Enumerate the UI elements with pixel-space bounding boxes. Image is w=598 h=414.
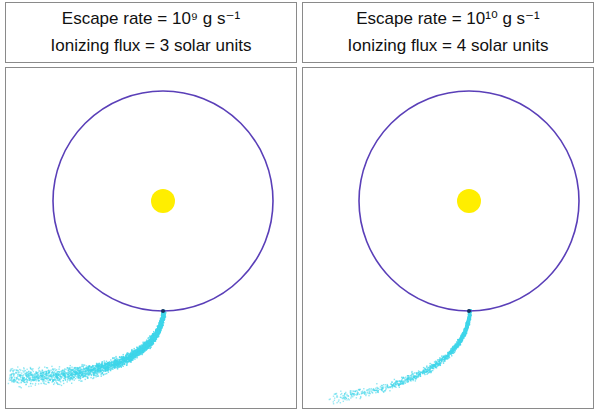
particle: [150, 346, 151, 347]
particle: [74, 370, 75, 371]
particle: [59, 384, 60, 385]
particle: [75, 378, 76, 379]
particle: [66, 381, 67, 382]
particle: [52, 369, 53, 370]
particle: [21, 372, 22, 373]
particle: [116, 357, 117, 358]
panel-frame: [6, 68, 297, 409]
particle: [74, 379, 75, 380]
particle: [23, 367, 24, 368]
particle: [32, 383, 33, 384]
particle: [15, 372, 16, 373]
particle: [72, 376, 73, 377]
particle: [53, 384, 54, 385]
particle: [65, 377, 66, 378]
particle: [24, 382, 25, 383]
particle: [10, 371, 11, 372]
particle: [14, 377, 15, 378]
particle: [126, 365, 127, 366]
particle: [20, 379, 21, 380]
particle: [50, 370, 51, 371]
particle: [136, 357, 137, 358]
particle: [14, 373, 15, 374]
particle: [81, 364, 82, 365]
particle: [79, 366, 80, 367]
particle: [147, 338, 148, 339]
particle: [16, 370, 17, 371]
particle: [101, 375, 102, 376]
particle: [77, 373, 78, 374]
particle: [86, 365, 87, 366]
particle: [134, 348, 135, 349]
particle: [30, 377, 31, 378]
particle: [47, 367, 48, 368]
particle: [48, 378, 49, 379]
particle: [67, 375, 68, 376]
particle: [45, 384, 46, 385]
particle: [43, 383, 44, 384]
particle: [134, 358, 135, 359]
particle: [86, 368, 87, 369]
particle: [104, 360, 105, 361]
particle: [16, 381, 17, 382]
particle: [35, 383, 36, 384]
particle: [62, 380, 63, 381]
particle: [9, 379, 10, 380]
particle: [120, 357, 121, 358]
particle: [11, 381, 12, 382]
particle: [110, 367, 111, 368]
particle: [153, 331, 154, 332]
particle: [61, 378, 62, 379]
particle: [106, 361, 107, 362]
particle: [22, 370, 23, 371]
particle: [20, 377, 21, 378]
particle: [30, 383, 31, 384]
particle: [46, 377, 47, 378]
particle: [103, 370, 104, 371]
particle: [123, 354, 124, 355]
particle: [100, 374, 101, 375]
particle: [47, 380, 48, 381]
particle: [9, 378, 10, 379]
particle: [103, 374, 104, 375]
particle: [80, 369, 81, 370]
particle: [142, 354, 143, 355]
particle: [33, 371, 34, 372]
particle: [19, 371, 20, 372]
particle: [51, 374, 52, 375]
particle: [40, 383, 41, 384]
particle: [54, 382, 55, 383]
particle: [25, 384, 26, 385]
particle: [17, 366, 18, 367]
particle: [97, 367, 98, 368]
particle: [70, 365, 71, 366]
particle: [67, 367, 68, 368]
particle: [120, 364, 121, 365]
particle: [56, 382, 57, 383]
particle: [71, 383, 72, 384]
particle: [121, 356, 122, 357]
particle: [9, 376, 10, 377]
particle: [54, 368, 55, 369]
particle: [59, 366, 60, 367]
particle: [106, 373, 107, 374]
particle: [65, 369, 66, 370]
particle: [75, 376, 76, 377]
particle: [74, 367, 75, 368]
particle: [71, 366, 72, 367]
particle: [111, 361, 112, 362]
particle: [63, 383, 64, 384]
particle: [104, 373, 105, 374]
particle: [44, 366, 45, 367]
particle: [45, 380, 46, 381]
particle: [110, 359, 111, 360]
